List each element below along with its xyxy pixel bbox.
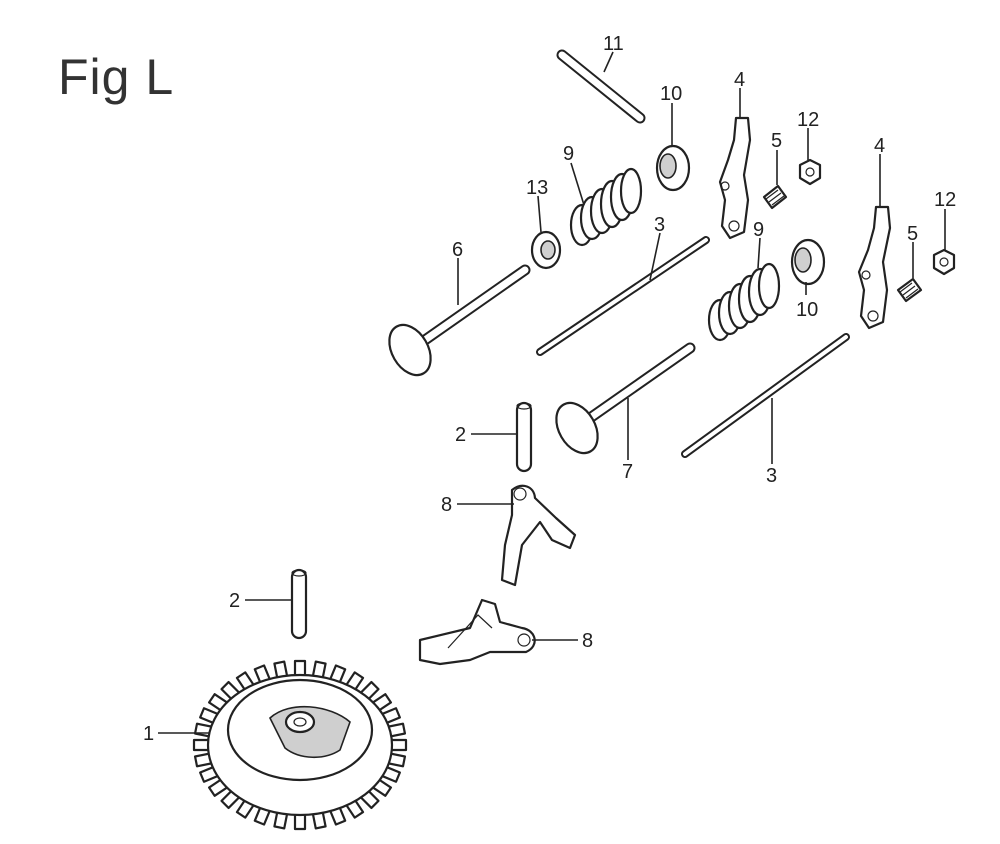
part-4-rocker-arm-lower — [857, 205, 892, 330]
part-1-cam-gear — [192, 659, 408, 831]
callout-3: 3 — [766, 465, 777, 487]
callout-5: 5 — [771, 130, 782, 152]
callout-9: 9 — [753, 219, 764, 241]
callout-10: 10 — [660, 83, 682, 105]
callout-7: 7 — [622, 461, 633, 483]
part-12-nut-upper — [798, 158, 822, 186]
callout-10: 10 — [796, 299, 818, 321]
callout-3: 3 — [654, 214, 665, 236]
callout-12: 12 — [934, 189, 956, 211]
callout-labels: 11 10 4 12 5 9 13 3 6 4 12 9 5 10 2 7 3 … — [143, 33, 956, 745]
part-5-adjuster-lower — [896, 277, 923, 303]
part-6-valve — [388, 264, 531, 377]
callout-6: 6 — [452, 239, 463, 261]
part-7-valve — [555, 342, 696, 455]
callout-9: 9 — [563, 143, 574, 165]
part-5-adjuster-upper — [762, 184, 788, 210]
callout-5: 5 — [907, 223, 918, 245]
callout-4: 4 — [874, 135, 885, 157]
callout-1: 1 — [143, 723, 154, 745]
part-9-spring-lower — [707, 262, 781, 342]
callout-2: 2 — [455, 424, 466, 446]
part-2-pin-upper — [515, 401, 533, 473]
part-11-pin — [556, 49, 646, 124]
callout-2: 2 — [229, 590, 240, 612]
part-3-pushrod-lower — [681, 333, 850, 458]
leader-lines — [158, 51, 946, 734]
callout-12: 12 — [797, 109, 819, 131]
part-10-retainer-lower — [790, 238, 826, 286]
part-4-rocker-arm-upper — [718, 116, 752, 240]
callout-8: 8 — [582, 630, 593, 652]
callout-4: 4 — [734, 69, 745, 91]
part-3-pushrod-upper — [536, 236, 710, 356]
callout-8: 8 — [441, 494, 452, 516]
callout-13: 13 — [526, 177, 548, 199]
part-2-pin-lower — [290, 568, 308, 640]
part-9-spring-upper — [569, 167, 643, 247]
callout-11: 11 — [603, 33, 624, 55]
figure-title: Fig L — [58, 49, 175, 105]
part-8-tappet-lower — [418, 598, 536, 666]
part-10-retainer-upper — [655, 144, 691, 192]
part-13-seal — [530, 230, 562, 270]
part-12-nut-lower — [932, 248, 956, 276]
part-8-tappet-upper — [500, 484, 577, 587]
